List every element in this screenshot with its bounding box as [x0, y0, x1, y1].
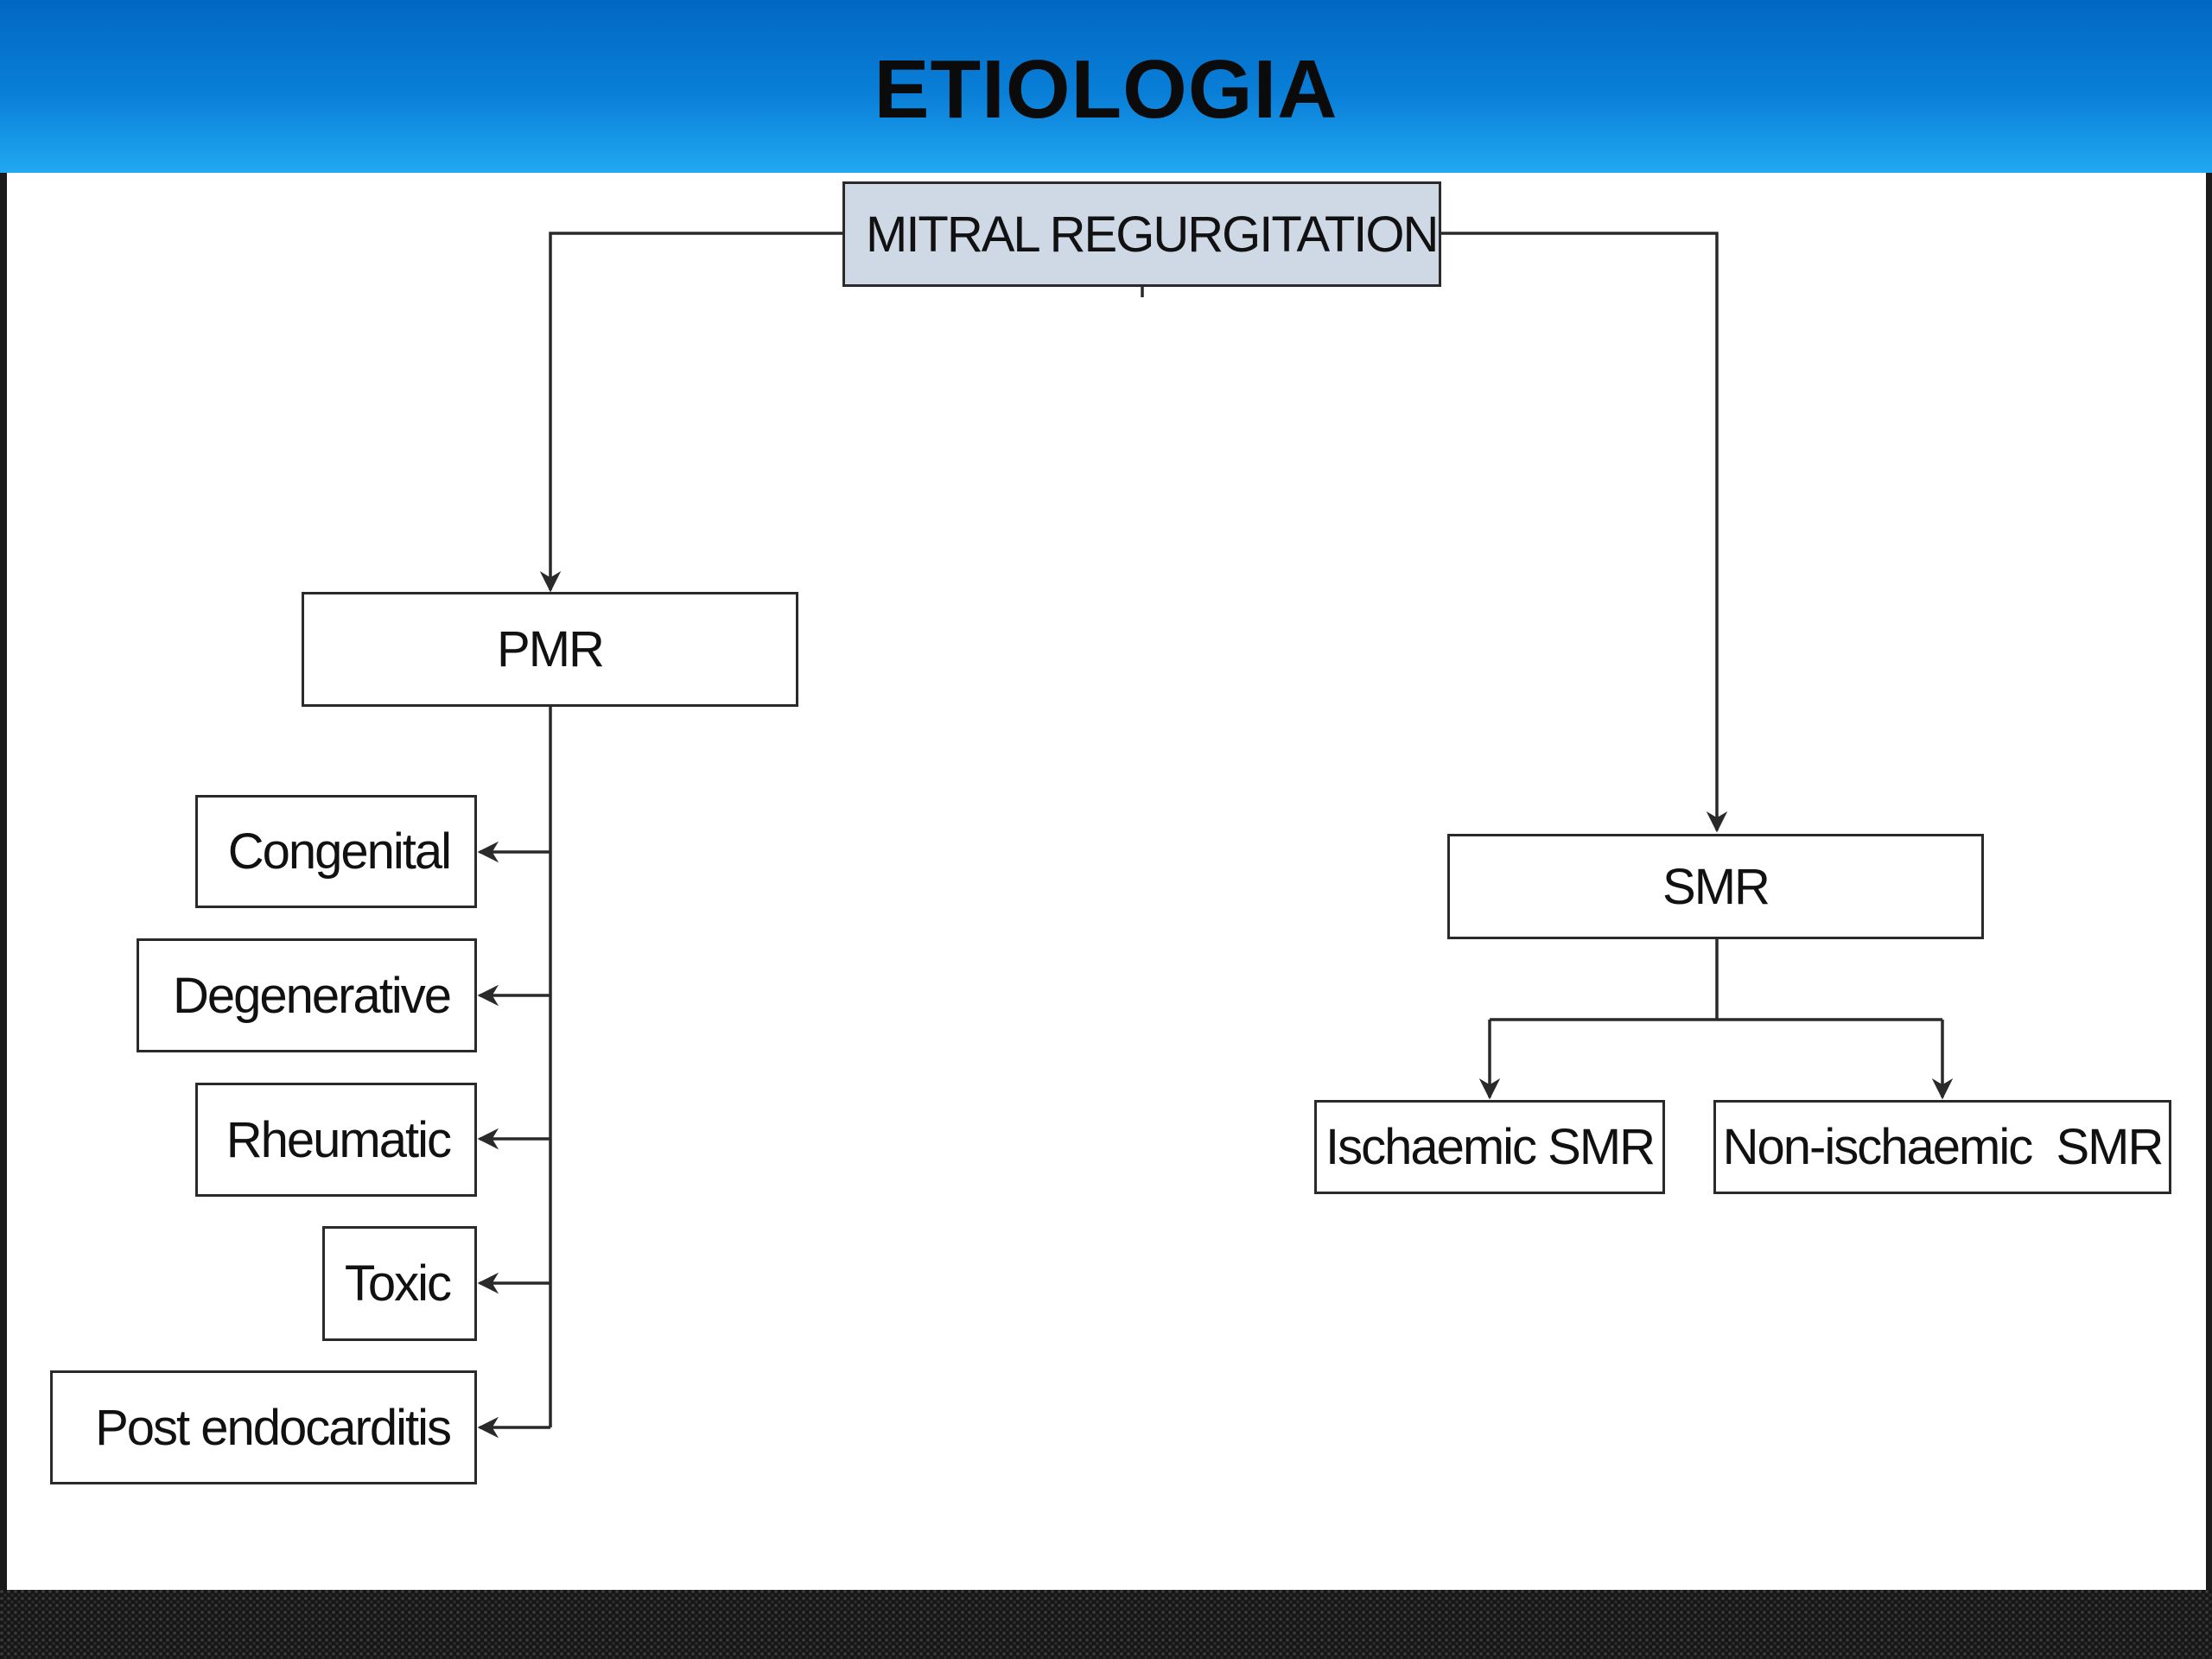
- title-bar: [0, 0, 2212, 173]
- pmr-node: PMR: [302, 592, 798, 707]
- cause-rheumatic: Rheumatic: [195, 1083, 477, 1197]
- cause-post-endocarditis: Post endocarditis: [50, 1370, 477, 1484]
- slide-left-edge: [0, 173, 7, 1590]
- smr-type-non-ischaemic: Non-ischaemic SMR: [1713, 1100, 2171, 1194]
- smr-type-ischaemic: Ischaemic SMR: [1314, 1100, 1665, 1194]
- root-to-smr-connector: [1441, 232, 1728, 833]
- mitral-regurgitation-node: MITRAL REGURGITATION: [842, 181, 1441, 287]
- slide-right-edge: [2206, 173, 2212, 1590]
- root-to-pmr-connector: [539, 232, 842, 593]
- cause-degenerative: Degenerative: [137, 938, 477, 1052]
- slide-title: ETIOLOGIA: [874, 43, 1338, 136]
- footer-band: [0, 1590, 2212, 1659]
- smr-node: SMR: [1447, 834, 1984, 939]
- cause-congenital: Congenital: [195, 795, 477, 908]
- cause-toxic: Toxic: [322, 1226, 477, 1341]
